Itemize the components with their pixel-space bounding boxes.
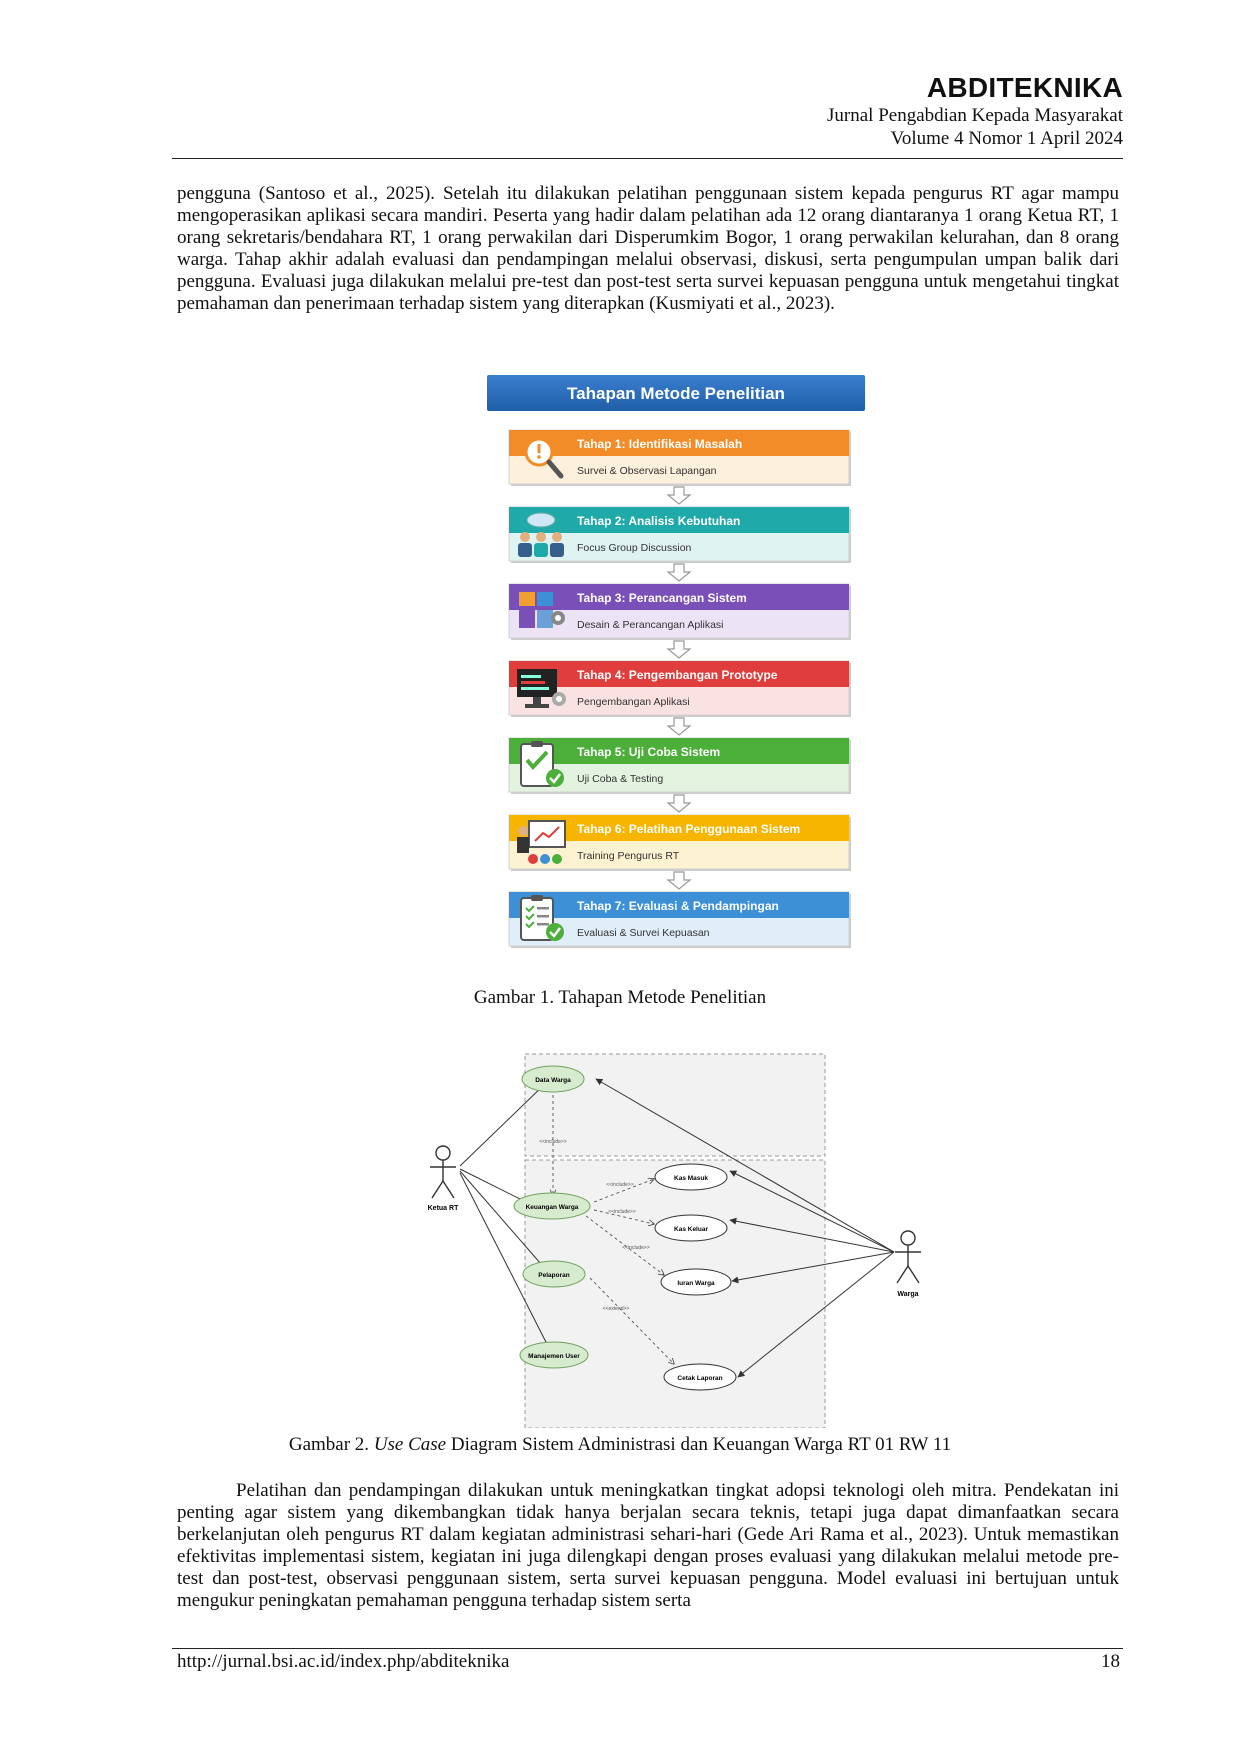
label-include-1: <<include>> bbox=[539, 1139, 567, 1145]
flow-step-subtitle: Pengembangan Aplikasi bbox=[577, 696, 690, 708]
figure-2-caption-italic: Use Case bbox=[373, 1434, 447, 1455]
flow-step-title: Tahap 1: Identifikasi Masalah bbox=[577, 437, 742, 451]
svg-text:Manajemen User: Manajemen User bbox=[528, 1353, 580, 1360]
flow-step-title: Tahap 6: Pelatihan Penggunaan Sistem bbox=[577, 822, 800, 836]
rel-include-kas-masuk bbox=[593, 1179, 654, 1203]
journal-subtitle: Jurnal Pengabdian Kepada Masyarakat bbox=[827, 105, 1123, 126]
flow-arrow-down-icon bbox=[666, 563, 692, 582]
flow-arrow-down-icon bbox=[666, 640, 692, 659]
figure-1-flowchart: Tahapan Metode Penelitian Tahap 1: Ident… bbox=[487, 375, 865, 948]
journal-header: ABDITEKNIKA Jurnal Pengabdian Kepada Mas… bbox=[827, 72, 1123, 150]
rel-extend-cetak bbox=[589, 1277, 674, 1364]
flow-step-subtitle: Desain & Perancangan Aplikasi bbox=[577, 619, 724, 631]
flow-step-title: Tahap 5: Uji Coba Sistem bbox=[577, 745, 720, 759]
svg-text:Pelaporan: Pelaporan bbox=[538, 1272, 569, 1279]
svg-text:Data Warga: Data Warga bbox=[535, 1077, 571, 1084]
usecase-data-warga: Data Warga bbox=[521, 1065, 585, 1093]
actor-ketua-rt bbox=[430, 1145, 456, 1199]
flow-step-subtitle: Survei & Observasi Lapangan bbox=[577, 465, 717, 477]
flow-step-subtitle: Focus Group Discussion bbox=[577, 542, 692, 554]
flow-arrow-down-icon bbox=[666, 717, 692, 736]
usecase-manajemen-user: Manajemen User bbox=[519, 1341, 589, 1369]
rel-include-iuran bbox=[585, 1215, 664, 1275]
svg-text:Kas Keluar: Kas Keluar bbox=[674, 1226, 708, 1233]
label-include-3: <<include>> bbox=[608, 1209, 636, 1215]
figure-2-caption: Gambar 2. Use Case Diagram Sistem Admini… bbox=[0, 1434, 1240, 1456]
flow-step-6: Tahap 6: Pelatihan Penggunaan SistemTrai… bbox=[508, 814, 851, 871]
flow-step-4: Tahap 4: Pengembangan PrototypePengemban… bbox=[508, 660, 851, 717]
label-include-4: <<include>> bbox=[622, 1245, 650, 1251]
usecase-iuran-warga: Iuran Warga bbox=[660, 1268, 732, 1296]
flow-arrow-down-icon bbox=[666, 794, 692, 813]
flowchart-title-bar bbox=[487, 375, 865, 411]
warga-associations bbox=[595, 1078, 895, 1378]
flow-step-subtitle: Evaluasi & Survei Kepuasan bbox=[577, 927, 710, 939]
magnifier-warning-icon bbox=[524, 437, 564, 479]
flow-arrow-down-icon bbox=[666, 871, 692, 890]
flowchart-title: Tahapan Metode Penelitian bbox=[567, 384, 785, 403]
figure-2-caption-rest: Diagram Sistem Administrasi dan Keuangan… bbox=[446, 1434, 952, 1455]
rel-include-kas-keluar bbox=[593, 1209, 654, 1224]
svg-text:Keuangan Warga: Keuangan Warga bbox=[526, 1204, 579, 1211]
flow-step-7: Tahap 7: Evaluasi & PendampinganEvaluasi… bbox=[508, 891, 851, 948]
flow-step-title: Tahap 7: Evaluasi & Pendampingan bbox=[577, 899, 779, 913]
label-include-2: <<include>> bbox=[606, 1182, 634, 1188]
flow-step-subtitle: Uji Coba & Testing bbox=[577, 773, 663, 785]
monitor-code-icon bbox=[517, 669, 566, 708]
flow-step-title: Tahap 2: Analisis Kebutuhan bbox=[577, 514, 740, 528]
body-paragraph-1: pengguna (Santoso et al., 2025). Setelah… bbox=[177, 183, 1119, 314]
usecase-cetak-laporan: Cetak Laporan bbox=[663, 1363, 737, 1391]
usecase-kas-masuk: Kas Masuk bbox=[654, 1163, 728, 1191]
presentation-board-icon bbox=[517, 820, 566, 864]
actor-warga bbox=[895, 1230, 921, 1284]
body-paragraph-2: Pelatihan dan pendampingan dilakukan unt… bbox=[177, 1480, 1119, 1611]
usecase-kas-keluar: Kas Keluar bbox=[654, 1214, 728, 1242]
design-blocks-icon bbox=[519, 592, 565, 628]
footer-rule bbox=[172, 1648, 1123, 1649]
flow-step-title: Tahap 4: Pengembangan Prototype bbox=[577, 668, 778, 682]
footer-url: http://jurnal.bsi.ac.id/index.php/abdite… bbox=[177, 1651, 510, 1672]
header-rule bbox=[172, 158, 1123, 159]
checklist-icon bbox=[520, 741, 564, 787]
flow-arrow-down-icon bbox=[666, 486, 692, 505]
svg-text:Kas Masuk: Kas Masuk bbox=[674, 1175, 708, 1182]
evaluation-clipboard-icon bbox=[520, 895, 564, 941]
discussion-group-icon bbox=[518, 512, 564, 557]
flow-step-title: Tahap 3: Perancangan Sistem bbox=[577, 591, 747, 605]
svg-text:Cetak Laporan: Cetak Laporan bbox=[677, 1375, 722, 1382]
actor-ketua-rt-label: Ketua RT bbox=[428, 1205, 459, 1212]
journal-name: ABDITEKNIKA bbox=[926, 72, 1123, 103]
figure-1-caption: Gambar 1. Tahapan Metode Penelitian bbox=[473, 987, 767, 1008]
page-number: 18 bbox=[1101, 1651, 1120, 1672]
figure-2-caption-prefix: Gambar 2. bbox=[288, 1434, 374, 1455]
label-extend: <<extend>> bbox=[603, 1306, 630, 1312]
journal-volume: Volume 4 Nomor 1 April 2024 bbox=[890, 128, 1123, 149]
actor-warga-label: Warga bbox=[897, 1291, 918, 1298]
figure-2-usecase-diagram: Ketua RT Warga <<include>> <<include>> <… bbox=[428, 1053, 921, 1428]
usecase-keuangan-warga: Keuangan Warga bbox=[513, 1192, 591, 1220]
svg-text:Iuran Warga: Iuran Warga bbox=[677, 1280, 715, 1287]
flow-step-subtitle: Training Pengurus RT bbox=[577, 850, 680, 862]
usecase-pelaporan: Pelaporan bbox=[522, 1260, 586, 1288]
